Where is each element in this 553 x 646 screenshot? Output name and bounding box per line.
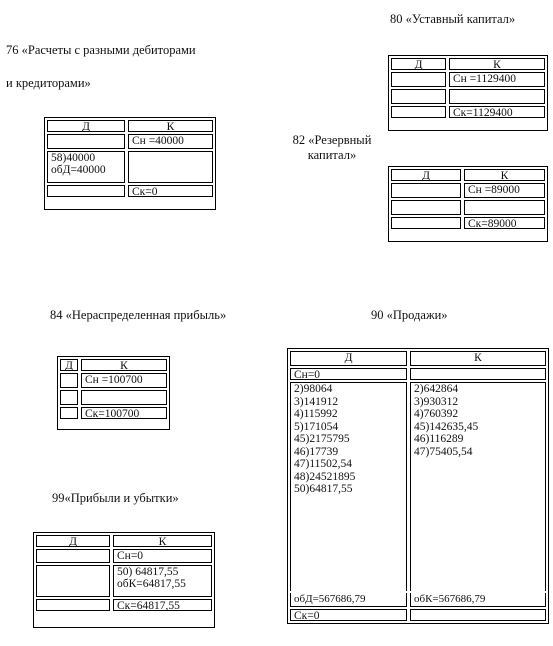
debit-cell: [36, 565, 110, 597]
credit-header: К: [128, 120, 213, 132]
credit-cell: [410, 368, 546, 380]
debit-cell: [391, 183, 461, 198]
debit-cell: [60, 390, 78, 405]
opening-balance: Сн =89000: [464, 183, 545, 198]
account-76-title-line2: и кредиторами»: [6, 76, 91, 90]
opening-balance: Сн =100700: [81, 373, 167, 388]
credit-header: К: [464, 169, 545, 181]
account-84-title: 84 «Нераспределенная прибыль»: [50, 308, 227, 322]
debit-cell: [47, 185, 125, 197]
debit-cell: [60, 373, 78, 388]
debit-header: Д: [47, 120, 125, 132]
account-82-table: Д К Сн =89000 Ск=89000: [388, 166, 548, 242]
debit-cell: [36, 599, 110, 611]
account-82-title: 82 «Резервный капитал»: [292, 133, 372, 162]
debit-header: Д: [290, 351, 407, 366]
account-80-table: Д К Сн =1129400 Ск=1129400: [388, 55, 548, 131]
credit-cell: [81, 390, 167, 405]
opening-balance: Сн =1129400: [449, 72, 545, 87]
debit-cell: [47, 134, 125, 149]
debit-header: Д: [391, 58, 446, 70]
debit-header: Д: [391, 169, 461, 181]
opening-balance: Сн=0: [113, 549, 212, 563]
debit-turnover: обД=567686,79: [290, 593, 407, 607]
account-99-table: Д К Сн=0 50) 64817,55 обК=64817,55 Ск=64…: [33, 532, 215, 628]
credit-header: К: [410, 351, 546, 366]
debit-cell: [391, 89, 446, 104]
credit-cell: [128, 151, 213, 183]
account-80-title: 80 «Уставный капитал»: [390, 12, 516, 26]
debit-cell: [60, 407, 78, 419]
credit-turnover: 50) 64817,55 обК=64817,55: [113, 565, 212, 597]
credit-cell: [464, 200, 545, 215]
debit-cell: [391, 217, 461, 229]
credit-header: К: [113, 535, 212, 547]
credit-cell: [449, 89, 545, 104]
closing-balance: Ск=64817,55: [113, 599, 212, 611]
opening-balance: Сн=0: [290, 368, 407, 380]
debit-cell: [391, 72, 446, 87]
account-90-title: 90 «Продажи»: [371, 308, 448, 322]
credit-cell: [410, 609, 546, 621]
opening-balance: Сн =40000: [128, 134, 213, 149]
debit-cell: [391, 200, 461, 215]
credit-header: К: [449, 58, 545, 70]
closing-balance: Ск=0: [128, 185, 213, 197]
debit-header: Д: [60, 359, 78, 371]
closing-balance: Ск=89000: [464, 217, 545, 229]
account-84-table: Д К Сн =100700 Ск=100700: [57, 356, 170, 430]
debit-cell: [36, 549, 110, 563]
credit-header: К: [81, 359, 167, 371]
closing-balance: Ск=0: [290, 609, 407, 621]
closing-balance: Ск=100700: [81, 407, 167, 419]
credit-entries: 2)642864 3)930312 4)760392 45)1426З5,45 …: [410, 382, 546, 591]
debit-cell: [391, 106, 446, 118]
account-76-title: 76 «Расчеты с разными дебиторами: [6, 43, 196, 57]
debit-entries: 2)98064 3)141912 4)115992 5)171054 45)21…: [290, 382, 407, 591]
account-76-table: Д К Сн =40000 58)40000 обД=40000 Ск=0: [44, 117, 216, 210]
debit-header: Д: [36, 535, 110, 547]
debit-turnover: 58)40000 обД=40000: [47, 151, 125, 183]
credit-turnover: обК=567686,79: [410, 593, 546, 607]
account-99-title: 99«Прибыли и убытки»: [52, 491, 179, 505]
closing-balance: Ск=1129400: [449, 106, 545, 118]
account-90-table: Д К Сн=0 2)98064 3)141912 4)115992 5)171…: [287, 348, 549, 624]
